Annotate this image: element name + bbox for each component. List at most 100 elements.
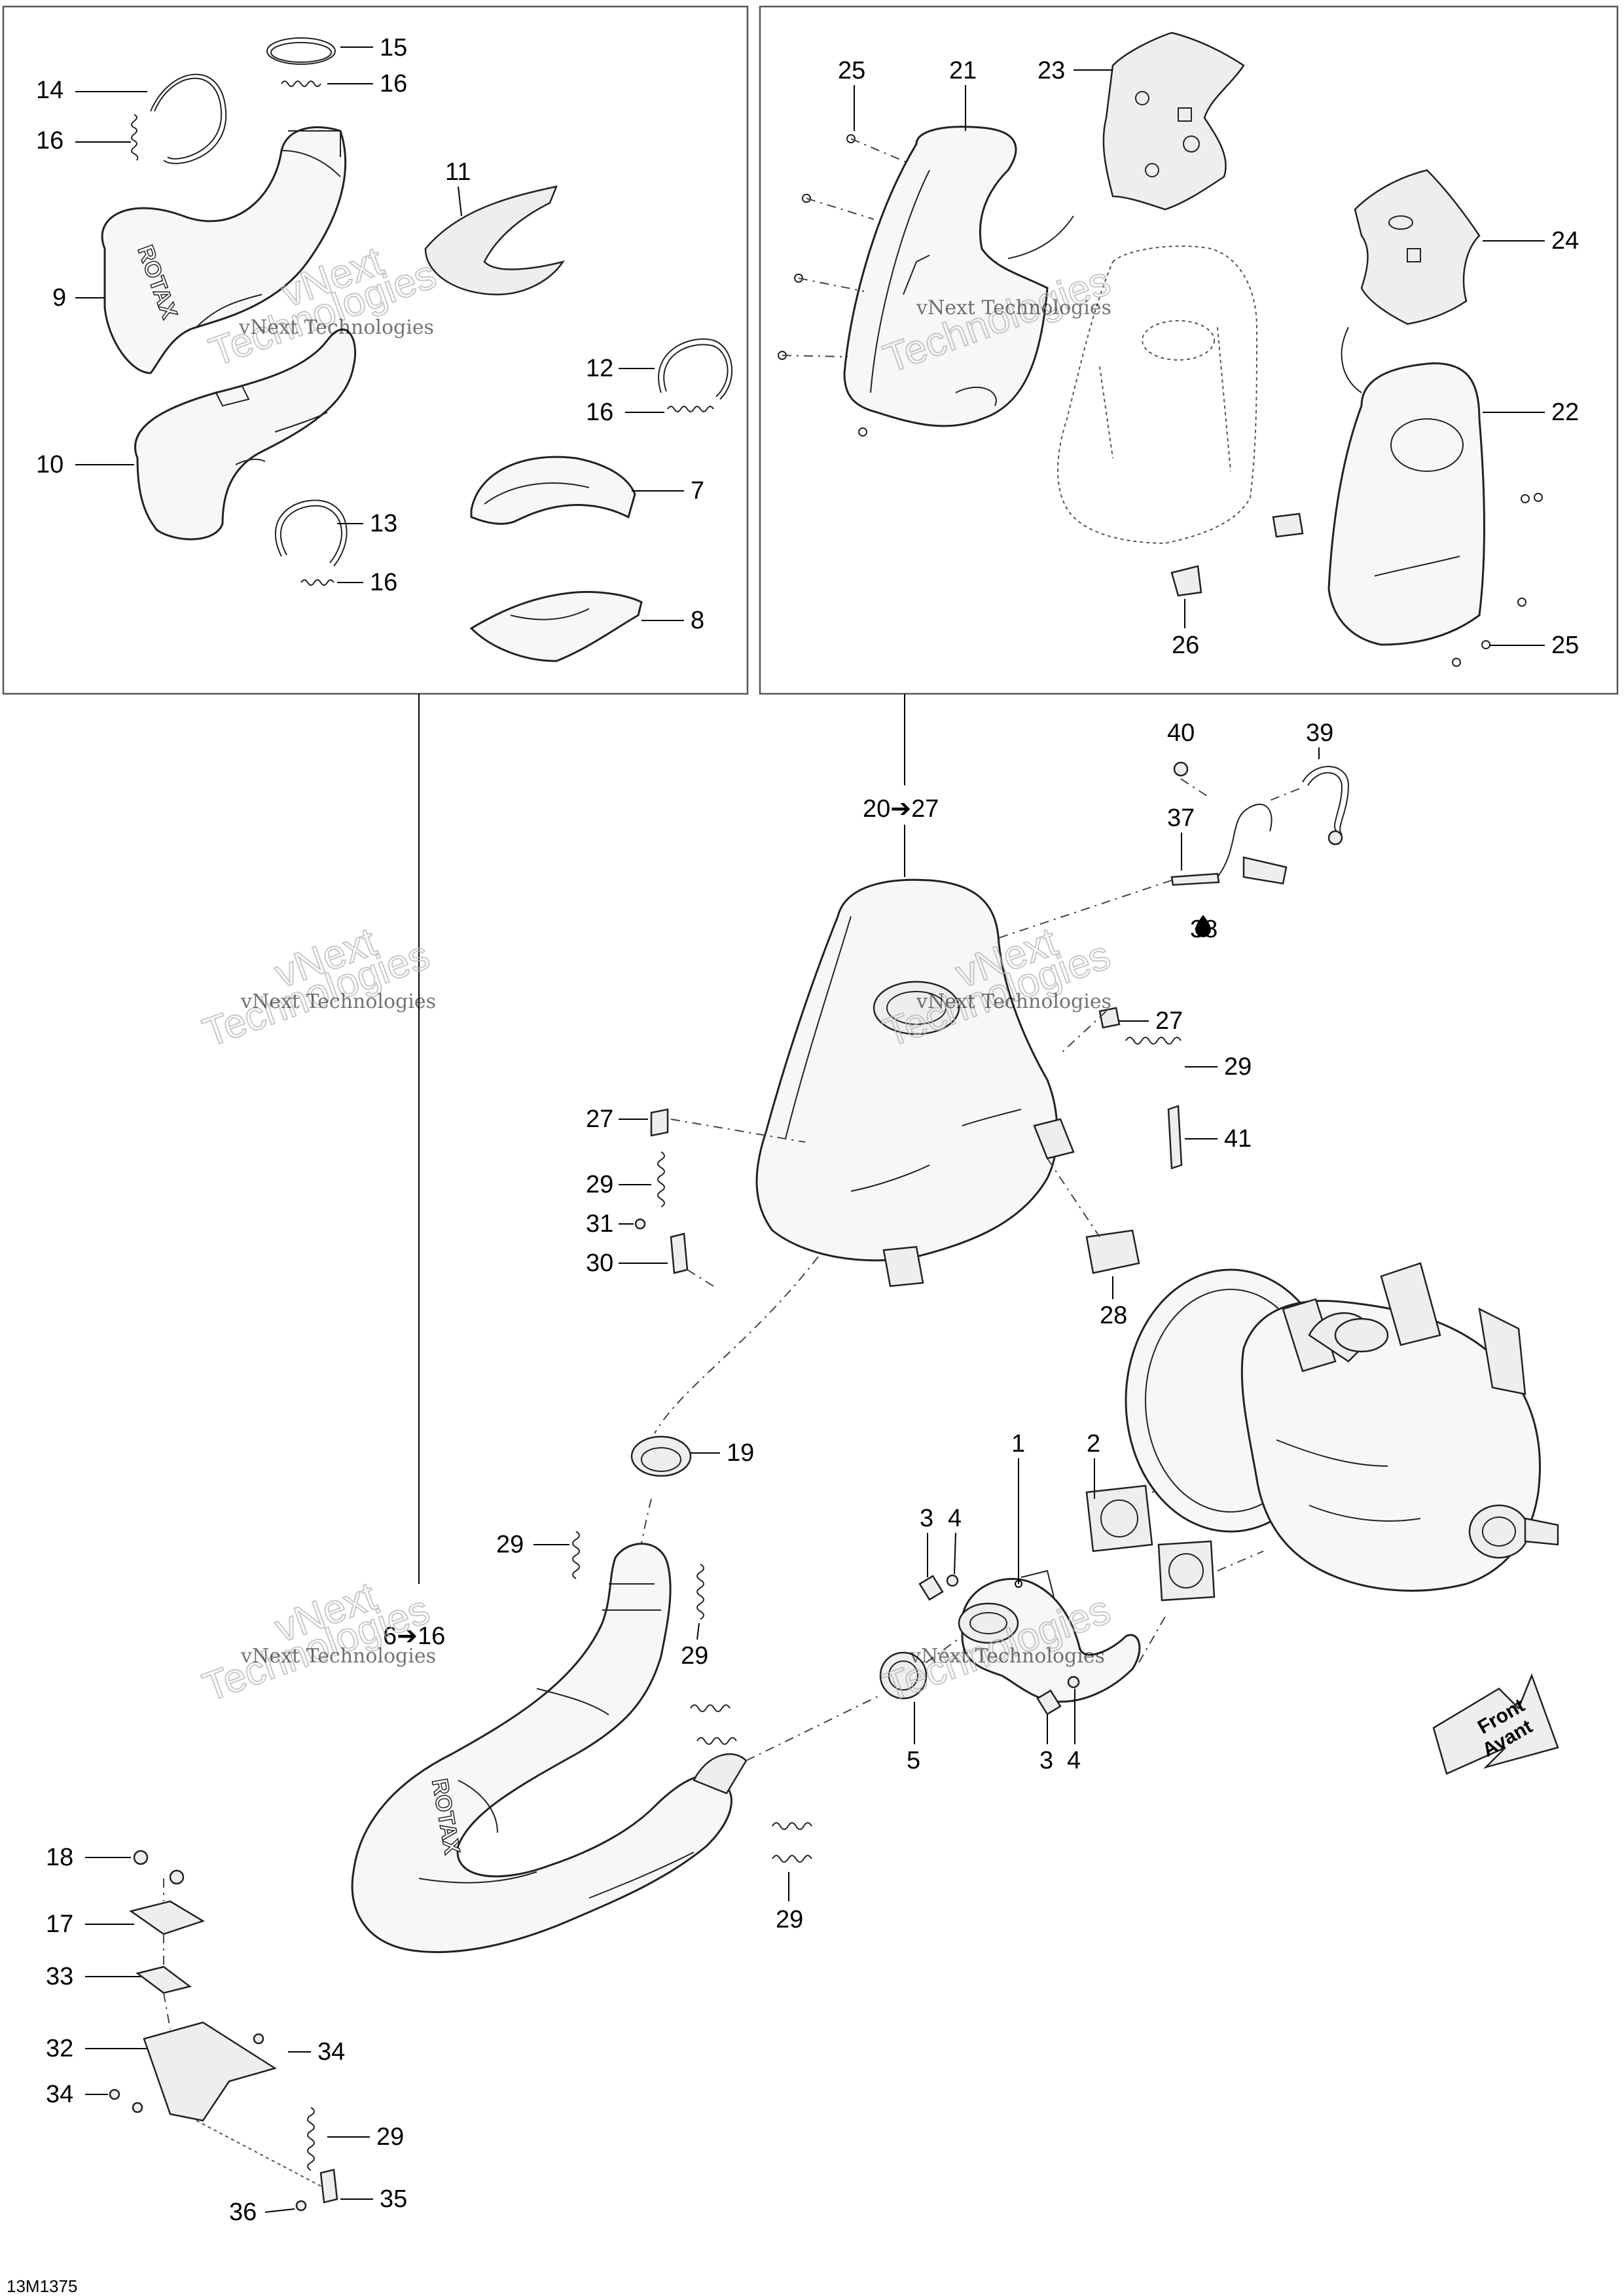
- hose-39: [1302, 766, 1350, 846]
- plate-33: [135, 1965, 192, 1994]
- heat-shield-11: [424, 185, 565, 296]
- callout-9: 9: [52, 284, 66, 312]
- gasket-ring-5: [879, 1651, 928, 1700]
- spring-16-d: [300, 579, 334, 586]
- line-27-a: [670, 1119, 806, 1143]
- callout-37: 37: [1167, 804, 1195, 832]
- clamp-ring-15: [266, 37, 336, 65]
- washer-4-a: [946, 1574, 959, 1587]
- watermark-5: Technologies vNext vNext Technologies: [196, 1573, 436, 1711]
- callout-16-d: 16: [370, 569, 397, 596]
- callout-21: 21: [949, 57, 977, 84]
- screw-18-a: [133, 1850, 149, 1865]
- leader-1-dot: [1015, 1580, 1022, 1588]
- svg-text:vNext Technologies: vNext Technologies: [916, 990, 1111, 1013]
- spring-29-d: [696, 1564, 704, 1620]
- bracket-32: [143, 2021, 278, 2122]
- callout-18: 18: [46, 1844, 73, 1871]
- callout-29-e: 29: [776, 1906, 803, 1933]
- line-40: [1180, 778, 1212, 799]
- line-pipe-to-5: [746, 1695, 881, 1761]
- line-27-b: [1060, 1011, 1107, 1054]
- bolt-3-a: [918, 1575, 944, 1601]
- svg-text:vNext Technologies: vNext Technologies: [909, 1645, 1105, 1668]
- line-28: [1047, 1158, 1100, 1238]
- bolt-3-b: [1036, 1689, 1062, 1715]
- nut-36: [295, 2200, 307, 2212]
- line-5-to-1: [926, 1636, 963, 1663]
- gasket-2: [1085, 1484, 1153, 1552]
- mounting-bracket-assembly: [109, 1850, 338, 2212]
- figure-code: 13M1375: [7, 2276, 77, 2296]
- line-muffler-to-19: [654, 1256, 819, 1434]
- spring-29-b: [657, 1151, 665, 1208]
- spring-29-a: [1125, 1037, 1182, 1045]
- heat-shield-7: [470, 456, 636, 525]
- spring-29-g: [307, 2107, 315, 2171]
- clip-27-a: [650, 1108, 669, 1137]
- svg-text:vNext Technologies: vNext Technologies: [238, 316, 434, 339]
- callout-23: 23: [1038, 57, 1065, 84]
- callout-35: 35: [380, 2185, 407, 2213]
- muffler-shield-21: [843, 126, 1049, 427]
- callout-40: 40: [1167, 719, 1195, 747]
- inset-box-right: [759, 5, 1619, 695]
- callout-29-d: 29: [681, 1642, 708, 1670]
- clamp-ring-12: [658, 338, 733, 400]
- rubber-bumper-26: [1170, 512, 1304, 597]
- heat-shield-8: [469, 590, 643, 662]
- callout-41: 41: [1224, 1125, 1252, 1153]
- callout-34-b: 34: [46, 2081, 73, 2108]
- fluid-drop-icon: [1195, 915, 1211, 937]
- callout-16-b: 16: [36, 127, 63, 154]
- callout-8: 8: [691, 607, 704, 634]
- spring-16-b: [131, 114, 139, 161]
- spring-16-c: [667, 406, 714, 412]
- spring-29-c: [572, 1531, 580, 1579]
- callout-39: 39: [1306, 719, 1333, 747]
- callout-26: 26: [1172, 632, 1199, 659]
- inset-box-left: [2, 5, 749, 695]
- svg-text:vNext Technologies: vNext Technologies: [240, 1645, 436, 1668]
- group-label-muffler: 20➔27: [863, 795, 939, 823]
- callout-10: 10: [36, 451, 63, 478]
- spring-29-f: [772, 1822, 812, 1863]
- nut-34-b: [109, 2089, 120, 2100]
- watermark-3: Technologies vNext vNext Technologies: [196, 918, 436, 1056]
- leader-36: [264, 2208, 295, 2213]
- callout-22: 22: [1551, 399, 1579, 426]
- callout-36: 36: [229, 2198, 257, 2226]
- leader-4-a: [954, 1532, 956, 1575]
- callout-27-b: 27: [1155, 1007, 1183, 1035]
- clamp-ring-14: [150, 73, 227, 164]
- callout-25-a: 25: [838, 57, 865, 84]
- callout-5: 5: [907, 1747, 920, 1774]
- line-30: [687, 1269, 714, 1287]
- callout-4-b: 4: [1067, 1747, 1081, 1774]
- line-2-to-engine: [1217, 1551, 1264, 1571]
- line-32-to-35: [196, 2120, 321, 2187]
- svg-text:vNext Technologies: vNext Technologies: [240, 990, 436, 1013]
- callout-12: 12: [586, 355, 613, 382]
- rivet-line-1: [850, 138, 911, 164]
- line-37: [994, 880, 1172, 940]
- callout-11: 11: [445, 158, 471, 186]
- rivet-fasteners-25: [778, 134, 1543, 667]
- callout-33: 33: [46, 1963, 73, 1990]
- nut-34-a: [253, 2033, 264, 2045]
- washer-40: [1173, 761, 1189, 777]
- callout-28: 28: [1100, 1302, 1127, 1329]
- spring-29-e: [690, 1704, 737, 1745]
- clamp-ring-13: [274, 499, 348, 567]
- muffler-shield-22: [1327, 362, 1485, 646]
- rivet-line-3: [798, 278, 865, 292]
- bracket-41: [1167, 1105, 1183, 1170]
- heat-plate-23: [1102, 31, 1245, 211]
- temperature-sensor-37: [1170, 803, 1288, 886]
- bracket-17: [129, 1900, 205, 1935]
- bracket-35: [319, 2168, 338, 2204]
- line-1-to-2: [1138, 1616, 1166, 1663]
- leader-11: [458, 186, 462, 217]
- nut-34-c: [132, 2102, 143, 2113]
